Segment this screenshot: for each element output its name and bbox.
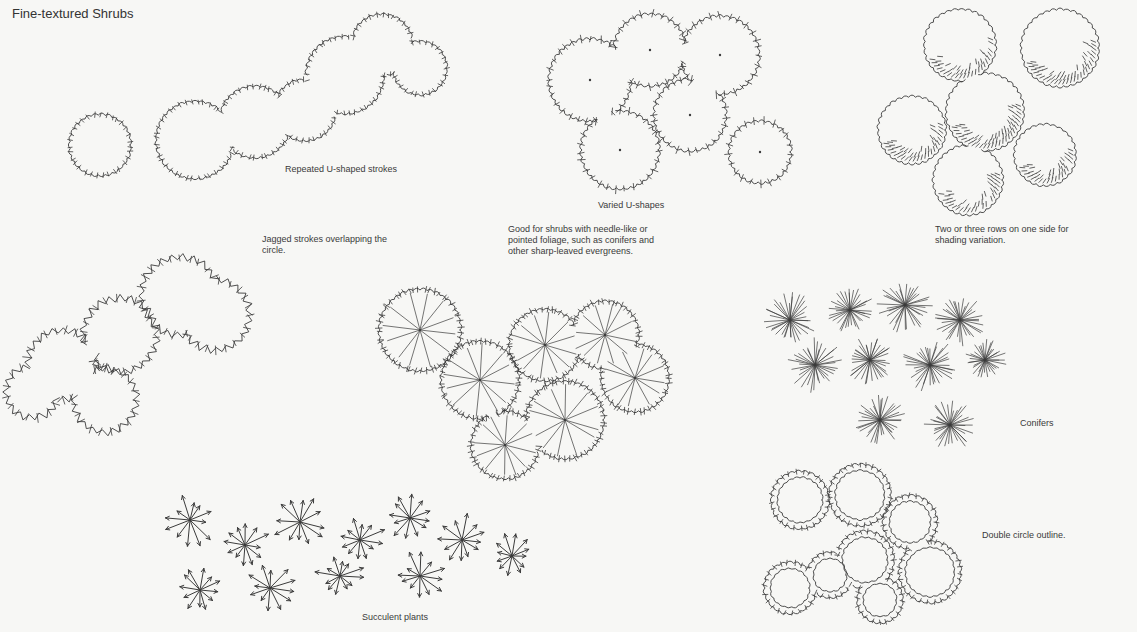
- sheet-title: Fine-textured Shrubs: [12, 6, 133, 21]
- center-dot: [759, 151, 761, 153]
- note-label: Repeated U-shaped strokes: [285, 164, 405, 175]
- center-dot: [689, 114, 691, 116]
- note-label: Two or three rows on one side for shadin…: [935, 224, 1085, 246]
- center-dot: [719, 54, 721, 56]
- note-label: Succulent plants: [362, 612, 472, 623]
- scalloped-outline: [68, 113, 131, 177]
- foliage-tick: [762, 463, 963, 625]
- center-dot: [619, 149, 621, 151]
- foliage-tick: [154, 12, 449, 181]
- foliage-tick: [375, 287, 672, 481]
- center-dot: [649, 49, 651, 51]
- scalloped-outline: [155, 13, 448, 180]
- note-label: Conifers: [1020, 418, 1120, 429]
- note-label: Double circle outline.: [982, 530, 1102, 541]
- jagged-outline: [3, 254, 252, 436]
- succulent-leaf: [166, 494, 529, 610]
- radiating-stroke: [383, 293, 664, 474]
- center-dot: [589, 79, 591, 81]
- foliage-tick: [68, 112, 133, 178]
- scalloped-outline: [378, 288, 669, 480]
- conifer-symbol: [764, 284, 1005, 446]
- foliage-tick: [547, 10, 793, 194]
- jagged-stroke: [3, 255, 254, 435]
- note-label: Good for shrubs with needle-like or poin…: [508, 224, 668, 256]
- note-label: Jagged strokes overlapping the circle.: [262, 234, 412, 256]
- inner-outline: [770, 470, 955, 617]
- scalloped-outline: [548, 13, 793, 190]
- note-label: Varied U-shapes: [598, 200, 718, 211]
- scalloped-outline: [763, 463, 961, 624]
- scalloped-outline: [877, 8, 1099, 216]
- shading-hatch: [884, 38, 1096, 212]
